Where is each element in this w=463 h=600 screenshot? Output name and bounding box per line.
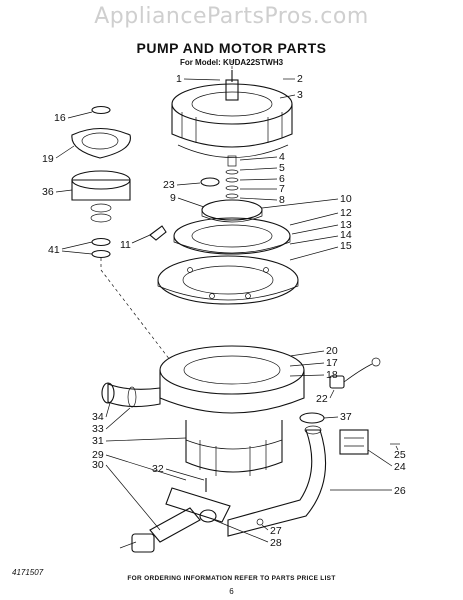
inlet-hose [101, 382, 161, 408]
drawing-code: 4171507 [12, 568, 44, 577]
callout-24: 24 [394, 461, 406, 473]
pump-plate [173, 217, 291, 255]
callout-41: 41 [48, 244, 60, 256]
callout-22: 22 [316, 393, 328, 405]
callout-3: 3 [297, 89, 303, 101]
outlet-tube [119, 507, 201, 553]
drain-hose [227, 425, 327, 537]
callout-4: 4 [279, 151, 285, 163]
ordering-note: FOR ORDERING INFORMATION REFER TO PARTS … [127, 575, 336, 582]
callout-25: 25 [394, 449, 406, 461]
callout-12: 12 [340, 207, 352, 219]
model-label: For Model: KUDA22STWH3 [179, 58, 284, 67]
impeller [201, 199, 263, 223]
callout-33: 33 [92, 423, 104, 435]
pump-housing [159, 345, 305, 476]
callout-32: 32 [152, 463, 164, 475]
callout-9: 9 [170, 192, 176, 204]
callout-15: 15 [340, 240, 352, 252]
callouts: 1 2 3 4 5 6 7 8 9 10 11 12 13 14 15 16 1… [42, 73, 406, 549]
callout-18: 18 [326, 369, 338, 381]
seal-stack [225, 155, 239, 199]
callout-27: 27 [270, 525, 282, 537]
page-title: PUMP AND MOTOR PARTS [136, 40, 327, 56]
left-parts [71, 105, 131, 259]
callout-28: 28 [270, 537, 282, 549]
callout-23: 23 [163, 179, 175, 191]
callout-7: 7 [279, 183, 285, 195]
callout-8: 8 [279, 194, 285, 206]
fitting [165, 487, 264, 526]
callout-1: 1 [176, 73, 182, 85]
page-number: 6 [229, 587, 234, 596]
callout-30: 30 [92, 459, 104, 471]
callout-5: 5 [279, 162, 285, 174]
callout-29: 29 [92, 449, 104, 461]
callout-13: 13 [340, 219, 352, 231]
callout-34: 34 [92, 411, 104, 423]
callout-31: 31 [92, 435, 104, 447]
callout-16: 16 [54, 112, 66, 124]
callout-6: 6 [279, 173, 285, 185]
watermark: AppliancePartsPros.com [94, 4, 369, 29]
callout-36: 36 [42, 186, 54, 198]
callout-2: 2 [297, 73, 303, 85]
callout-37: 37 [340, 411, 352, 423]
hose-clamp [299, 412, 325, 424]
relay-bracket [339, 429, 400, 455]
base-plate [157, 255, 299, 305]
motor-assembly [171, 70, 293, 158]
callout-17: 17 [326, 357, 338, 369]
callout-26: 26 [394, 485, 406, 497]
sensor [329, 357, 381, 389]
callout-14: 14 [340, 229, 352, 241]
seal-ring [200, 177, 220, 187]
callout-20: 20 [326, 345, 338, 357]
clip [149, 225, 167, 241]
callout-10: 10 [340, 193, 352, 205]
callout-19: 19 [42, 153, 54, 165]
callout-11: 11 [120, 239, 131, 251]
